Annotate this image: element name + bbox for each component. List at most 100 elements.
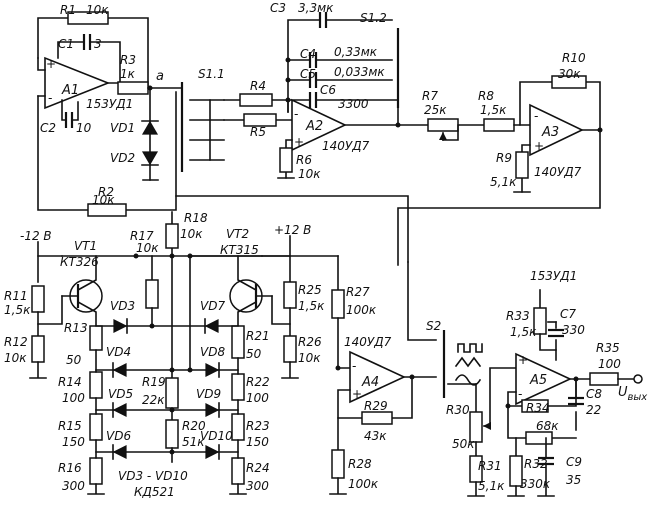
value-r12: 10к bbox=[4, 351, 27, 365]
resistor-r15 bbox=[89, 413, 103, 441]
node-a: a bbox=[156, 69, 164, 84]
label-vd6: VD6 bbox=[106, 429, 131, 443]
label-a3: A3 bbox=[541, 125, 559, 140]
value-r15: 150 bbox=[62, 435, 85, 449]
value-c7: 330 bbox=[562, 323, 585, 337]
label-s2: S2 bbox=[426, 319, 441, 333]
transistor-vt2 bbox=[229, 255, 273, 327]
capacitor-c5 bbox=[308, 72, 318, 88]
potentiometer-r7 bbox=[427, 118, 459, 132]
label-r28: R28 bbox=[348, 457, 372, 471]
label-vd5: VD5 bbox=[108, 387, 133, 401]
label-r1: R1 bbox=[60, 3, 76, 17]
capacitor-c7 bbox=[548, 328, 564, 338]
label-r31: R31 bbox=[478, 459, 502, 473]
value-r16: 300 bbox=[62, 479, 85, 493]
label-r5: R5 bbox=[250, 125, 266, 139]
capacitor-c1 bbox=[82, 34, 92, 50]
value-c8: 22 bbox=[586, 403, 601, 417]
value-r21: 50 bbox=[246, 347, 262, 361]
a5-stage bbox=[467, 289, 643, 497]
square-wave-icon bbox=[457, 343, 483, 353]
label-r22: R22 bbox=[246, 375, 270, 389]
resistor-r12 bbox=[31, 335, 45, 363]
value-r28: 100к bbox=[348, 477, 379, 491]
diode-vd1 bbox=[141, 120, 159, 135]
opamp-a5 bbox=[515, 352, 572, 406]
label-r18: R18 bbox=[184, 211, 208, 225]
label-s12: S1.2 bbox=[360, 11, 387, 25]
value-r31: 5,1к bbox=[478, 479, 505, 493]
resistor-r2 bbox=[87, 203, 127, 217]
label-vd4: VD4 bbox=[106, 345, 131, 359]
label-r26: R26 bbox=[298, 335, 322, 349]
a3-minus: - bbox=[534, 109, 538, 123]
resistor-r22 bbox=[231, 373, 245, 401]
value-r13: 50 bbox=[66, 353, 82, 367]
type-a1: 153УД1 bbox=[86, 97, 133, 111]
label-r30: R30 bbox=[446, 403, 470, 417]
label-c6: C6 bbox=[320, 83, 336, 97]
label-c7: C7 bbox=[560, 307, 576, 321]
output-label: Uвых bbox=[618, 385, 647, 403]
a1-stage bbox=[37, 11, 183, 217]
resistor-r29 bbox=[361, 411, 393, 425]
type-a4: 140УД7 bbox=[344, 335, 392, 349]
value-r6: 10к bbox=[298, 167, 321, 181]
resistor-r5 bbox=[243, 113, 277, 127]
label-r12: R12 bbox=[4, 335, 28, 349]
diode-vd8 bbox=[205, 362, 220, 378]
diode-vd5 bbox=[112, 402, 127, 418]
label-a1: A1 bbox=[61, 83, 79, 98]
resistor-r17 bbox=[145, 279, 159, 309]
supply-minus12: -12 В bbox=[20, 229, 52, 243]
value-c5: 0,033мк bbox=[334, 65, 385, 79]
label-r4: R4 bbox=[250, 79, 266, 93]
capacitor-c3 bbox=[318, 12, 328, 28]
label-r9: R9 bbox=[496, 151, 512, 165]
output-terminal bbox=[633, 374, 643, 384]
value-r24: 300 bbox=[246, 479, 269, 493]
diode-vd6 bbox=[112, 444, 127, 460]
label-c9: C9 bbox=[566, 455, 582, 469]
resistor-r20 bbox=[165, 419, 179, 449]
a4-minus: - bbox=[352, 359, 356, 373]
value-r22: 100 bbox=[246, 391, 269, 405]
label-vd9: VD9 bbox=[196, 387, 221, 401]
label-r24: R24 bbox=[246, 461, 270, 475]
diode-vd4 bbox=[112, 362, 127, 378]
value-r7: 25к bbox=[424, 103, 447, 117]
diode-type-label: КД521 bbox=[134, 485, 175, 499]
value-r2: 10к bbox=[92, 193, 115, 207]
value-r10: 30к bbox=[558, 67, 581, 81]
opamp-a4 bbox=[349, 350, 406, 404]
value-c4: 0,33мк bbox=[334, 45, 378, 59]
resistor-r25 bbox=[283, 281, 297, 309]
resistor-r13 bbox=[89, 325, 103, 351]
label-c8: C8 bbox=[586, 387, 602, 401]
capacitor-c2 bbox=[64, 112, 74, 128]
label-r8: R8 bbox=[478, 89, 494, 103]
value-r9: 5,1к bbox=[490, 175, 517, 189]
a1-plus: + bbox=[46, 57, 56, 71]
capacitor-c4 bbox=[308, 52, 318, 68]
resistor-r18 bbox=[165, 223, 179, 249]
label-r16: R16 bbox=[58, 461, 82, 475]
value-r26: 10к bbox=[298, 351, 321, 365]
label-r29: R29 bbox=[364, 399, 388, 413]
label-r27: R27 bbox=[346, 285, 370, 299]
resistor-r28 bbox=[331, 449, 345, 479]
value-r8: 1,5к bbox=[480, 103, 507, 117]
value-r1: 10к bbox=[86, 3, 109, 17]
label-r21: R21 bbox=[246, 329, 270, 343]
label-s11: S1.1 bbox=[198, 67, 225, 81]
value-c2: 10 bbox=[76, 121, 92, 135]
label-a4: A4 bbox=[361, 375, 379, 390]
label-vd10: VD10 bbox=[200, 429, 233, 443]
label-vd3: VD3 bbox=[110, 299, 135, 313]
resistor-r8 bbox=[483, 118, 515, 132]
capacitor-c9 bbox=[538, 456, 554, 466]
resistor-r4 bbox=[239, 93, 273, 107]
value-r11: 1,5к bbox=[4, 303, 31, 317]
value-r29: 43к bbox=[364, 429, 387, 443]
